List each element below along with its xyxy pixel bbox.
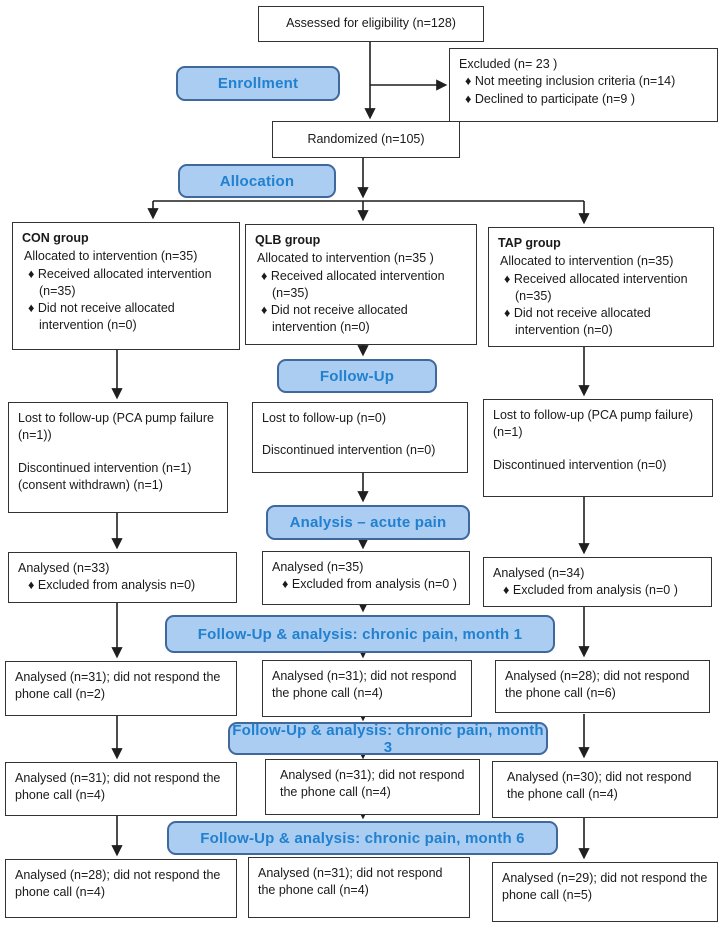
group-title: CON group	[22, 231, 89, 245]
month1-band-text: Follow-Up & analysis: chronic pain, mont…	[197, 625, 523, 643]
discontinued-line: Discontinued intervention (n=0)	[493, 457, 667, 472]
analysed-con-box: Analysed (n=33) ♦ Excluded from analysis…	[8, 552, 237, 603]
month3-qlb-text: Analysed (n=31); did not respond the pho…	[280, 768, 465, 800]
group-title: TAP group	[498, 236, 561, 250]
analysed-tap-box: Analysed (n=34) ♦ Excluded from analysis…	[483, 557, 712, 607]
month6-qlb-text: Analysed (n=31); did not respond the pho…	[258, 866, 443, 898]
analysed-qlb-box: Analysed (n=35) ♦ Excluded from analysis…	[262, 551, 470, 605]
group-title: QLB group	[255, 233, 321, 247]
analysis-acute-label: Analysis – acute pain	[266, 505, 470, 540]
discontinued-line: Discontinued intervention (n=1) (consent…	[18, 460, 192, 492]
allocation-label-text: Allocation	[219, 172, 295, 190]
group-bullet: ♦ Did not receive allocated intervention…	[504, 306, 651, 338]
month1-con-box: Analysed (n=31); did not respond the pho…	[5, 661, 237, 716]
enrollment-label: Enrollment	[176, 66, 340, 101]
month3-tap-box: Analysed (n=30); did not respond the pho…	[492, 761, 718, 818]
month1-band-label: Follow-Up & analysis: chronic pain, mont…	[165, 615, 555, 653]
lost-line: Lost to follow-up (PCA pump failure (n=1…	[18, 411, 214, 443]
month3-qlb-box: Analysed (n=31); did not respond the pho…	[265, 759, 480, 815]
enrollment-label-text: Enrollment	[217, 75, 299, 92]
month6-tap-box: Analysed (n=29); did not respond the pho…	[492, 862, 718, 922]
analysed-line: Analysed (n=33)	[18, 561, 110, 575]
lost-line: Lost to follow-up (PCA pump failure) (n=…	[493, 408, 694, 440]
excluded-item: ♦ Not meeting inclusion criteria (n=14)	[465, 74, 676, 89]
month1-con-text: Analysed (n=31); did not respond the pho…	[15, 670, 221, 702]
group-bullet: ♦ Received allocated intervention (n=35)	[28, 266, 212, 298]
month1-tap-text: Analysed (n=28); did not respond the pho…	[505, 669, 690, 701]
excluded-title: Excluded (n= 23 )	[459, 57, 558, 71]
month3-band-text: Follow-Up & analysis: chronic pain, mont…	[232, 721, 544, 756]
month6-con-box: Analysed (n=28); did not respond the pho…	[5, 859, 237, 918]
excluded-analysis-line: ♦ Excluded from analysis (n=0 )	[282, 577, 457, 592]
allocation-label: Allocation	[178, 164, 336, 198]
month1-tap-box: Analysed (n=28); did not respond the pho…	[495, 660, 710, 713]
excluded-analysis-line: ♦ Excluded from analysis (n=0 )	[503, 583, 678, 598]
allocated-line: Allocated to intervention (n=35)	[24, 249, 198, 264]
qlb-group-box: QLB group Allocated to intervention (n=3…	[245, 224, 477, 345]
lost-followup-qlb-box: Lost to follow-up (n=0) Discontinued int…	[252, 402, 468, 473]
excluded-analysis-line: ♦ Excluded from analysis n=0)	[28, 578, 196, 593]
month6-qlb-box: Analysed (n=31); did not respond the pho…	[248, 857, 470, 918]
assessed-text: Assessed for eligibility (n=128)	[286, 16, 456, 31]
month3-con-box: Analysed (n=31); did not respond the pho…	[5, 762, 237, 816]
excluded-item: ♦ Declined to participate (n=9 )	[465, 91, 636, 106]
group-bullet: ♦ Received allocated intervention (n=35)	[261, 268, 445, 300]
group-bullet: ♦ Received allocated intervention (n=35)	[504, 271, 688, 303]
month1-qlb-box: Analysed (n=31); did not respond the pho…	[262, 660, 472, 717]
randomized-box: Randomized (n=105)	[272, 121, 460, 158]
con-group-box: CON group Allocated to intervention (n=3…	[12, 222, 240, 350]
month3-band-label: Follow-Up & analysis: chronic pain, mont…	[228, 721, 548, 756]
lost-line: Lost to follow-up (n=0)	[262, 411, 387, 425]
group-bullet: ♦ Did not receive allocated intervention…	[261, 303, 408, 335]
tap-group-box: TAP group Allocated to intervention (n=3…	[488, 227, 714, 347]
month6-con-text: Analysed (n=28); did not respond the pho…	[15, 868, 221, 900]
lost-followup-tap-box: Lost to follow-up (PCA pump failure) (n=…	[483, 399, 713, 497]
lost-followup-con-box: Lost to follow-up (PCA pump failure (n=1…	[8, 402, 228, 513]
analysis-acute-label-text: Analysis – acute pain	[289, 514, 447, 531]
discontinued-line: Discontinued intervention (n=0)	[262, 443, 436, 458]
month3-tap-text: Analysed (n=30); did not respond the pho…	[507, 770, 692, 802]
excluded-box: Excluded (n= 23 ) ♦ Not meeting inclusio…	[449, 48, 718, 122]
group-bullet: ♦ Did not receive allocated intervention…	[28, 301, 175, 333]
month3-con-text: Analysed (n=31); did not respond the pho…	[15, 771, 221, 803]
allocated-line: Allocated to intervention (n=35 )	[257, 251, 434, 266]
month1-qlb-text: Analysed (n=31); did not respond the pho…	[272, 669, 457, 701]
analysed-line: Analysed (n=35)	[272, 560, 364, 574]
month6-band-text: Follow-Up & analysis: chronic pain, mont…	[200, 829, 525, 847]
analysed-line: Analysed (n=34)	[493, 566, 585, 580]
allocated-line: Allocated to intervention (n=35)	[500, 254, 674, 269]
randomized-text: Randomized (n=105)	[307, 131, 425, 146]
assessed-box: Assessed for eligibility (n=128)	[258, 6, 484, 42]
month6-tap-text: Analysed (n=29); did not respond the pho…	[502, 871, 708, 903]
month6-band-label: Follow-Up & analysis: chronic pain, mont…	[167, 821, 558, 855]
followup-label: Follow-Up	[277, 359, 437, 393]
followup-label-text: Follow-Up	[319, 367, 395, 385]
